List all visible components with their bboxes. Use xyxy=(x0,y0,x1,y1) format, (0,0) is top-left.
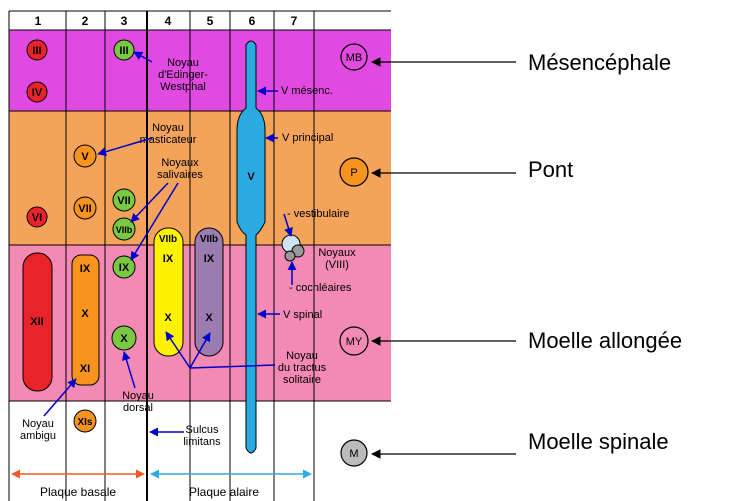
region-arrows xyxy=(372,62,516,454)
svg-text:X: X xyxy=(120,333,128,345)
nucleus-v-blue-label: V xyxy=(247,171,255,183)
label-salivaires-2: salivaires xyxy=(157,169,203,181)
label-dorsal-2: dorsal xyxy=(123,402,153,414)
label-dorsal-1: Noyau xyxy=(122,390,154,402)
column-number-3: 3 xyxy=(121,14,128,28)
label-edinger-2: d'Edinger- xyxy=(158,69,208,81)
column-number-5: 5 xyxy=(207,14,214,28)
label-v-mesenc: V mésenc. xyxy=(281,85,333,97)
label-sulcus-2: limitans xyxy=(183,436,221,448)
nucleus-purple-solitary: VIIb IX X xyxy=(195,228,223,356)
column-number-4: 4 xyxy=(165,14,172,28)
label-v-spinal: V spinal xyxy=(283,309,322,321)
label-masticateur-1: Noyau xyxy=(152,122,184,134)
column-number-2: 2 xyxy=(82,14,89,28)
nucleus-iv-red: IV xyxy=(27,82,47,102)
nucleus-x-green: X xyxy=(112,326,136,350)
svg-text:VII: VII xyxy=(117,195,130,207)
label-masticateur-2: masticateur xyxy=(140,134,197,146)
nucleus-xi-orange-label: XI xyxy=(80,363,90,375)
nucleus-ix-x-xi-orange: IX X XI xyxy=(72,255,99,385)
label-salivaires-1: Noyaux xyxy=(161,157,199,169)
label-tractus-1: Noyau xyxy=(286,350,318,362)
label-v-principal: V principal xyxy=(282,132,333,144)
badge-m: M xyxy=(341,440,367,466)
badge-p: P xyxy=(340,158,368,186)
svg-text:VI: VI xyxy=(32,212,42,224)
svg-text:III: III xyxy=(119,45,128,57)
svg-text:IX: IX xyxy=(163,253,174,265)
label-plaque-alaire: Plaque alaire xyxy=(189,485,259,499)
nucleus-iii-green: III xyxy=(114,40,134,60)
svg-text:IV: IV xyxy=(32,87,43,99)
svg-text:XII: XII xyxy=(30,316,43,328)
nucleus-vii-orange: VII xyxy=(74,197,96,219)
svg-text:VIIb: VIIb xyxy=(116,225,133,235)
svg-text:M: M xyxy=(349,448,358,460)
svg-text:V: V xyxy=(81,151,89,163)
region-label-moelle-allongee: Moelle allongée xyxy=(528,328,682,353)
label-sulcus-1: Sulcus xyxy=(185,424,219,436)
svg-text:X: X xyxy=(164,312,172,324)
svg-text:VIIb: VIIb xyxy=(200,234,218,245)
svg-text:VIIb: VIIb xyxy=(159,234,177,245)
column-number-6: 6 xyxy=(249,14,256,28)
label-edinger-1: Noyau xyxy=(167,57,199,69)
label-tractus-3: solitaire xyxy=(283,374,321,386)
nucleus-xii-red: XII xyxy=(23,253,52,391)
svg-text:XIs: XIs xyxy=(77,417,92,428)
nucleus-v-orange: V xyxy=(74,145,96,167)
label-tractus-2: du tractus xyxy=(278,362,327,374)
nucleus-vi-red: VI xyxy=(27,207,47,227)
svg-text:MY: MY xyxy=(346,336,363,348)
nucleus-xis-orange: XIs xyxy=(74,410,96,432)
column-number-7: 7 xyxy=(291,14,298,28)
region-label-moelle-spinale: Moelle spinale xyxy=(528,429,669,454)
svg-text:X: X xyxy=(205,312,213,324)
label-ambigu-2: ambigu xyxy=(20,430,56,442)
nucleus-iii-red: III xyxy=(27,40,47,60)
label-edinger-3: Westphal xyxy=(160,81,206,93)
region-label-mesencephale: Mésencéphale xyxy=(528,50,671,75)
svg-text:III: III xyxy=(32,45,41,57)
region-label-pont: Pont xyxy=(528,157,573,182)
column-number-1: 1 xyxy=(35,14,42,28)
svg-text:VII: VII xyxy=(78,203,91,215)
nucleus-ix-orange-label: IX xyxy=(80,263,91,275)
label-cochleaires: - cochléaires xyxy=(289,282,352,294)
label-vestibulaire: - vestibulaire xyxy=(287,208,349,220)
label-plaque-basale: Plaque basale xyxy=(40,485,116,499)
label-noyaux-viii-2: (VIII) xyxy=(325,259,349,271)
label-noyaux-viii-1: Noyaux xyxy=(318,247,356,259)
label-ambigu-1: Noyau xyxy=(22,418,54,430)
nucleus-x-orange-label: X xyxy=(81,308,89,320)
svg-text:IX: IX xyxy=(204,253,215,265)
svg-text:P: P xyxy=(350,167,357,179)
svg-text:MB: MB xyxy=(346,52,363,64)
nucleus-vii-green: VII xyxy=(113,189,135,211)
svg-text:IX: IX xyxy=(119,262,130,274)
